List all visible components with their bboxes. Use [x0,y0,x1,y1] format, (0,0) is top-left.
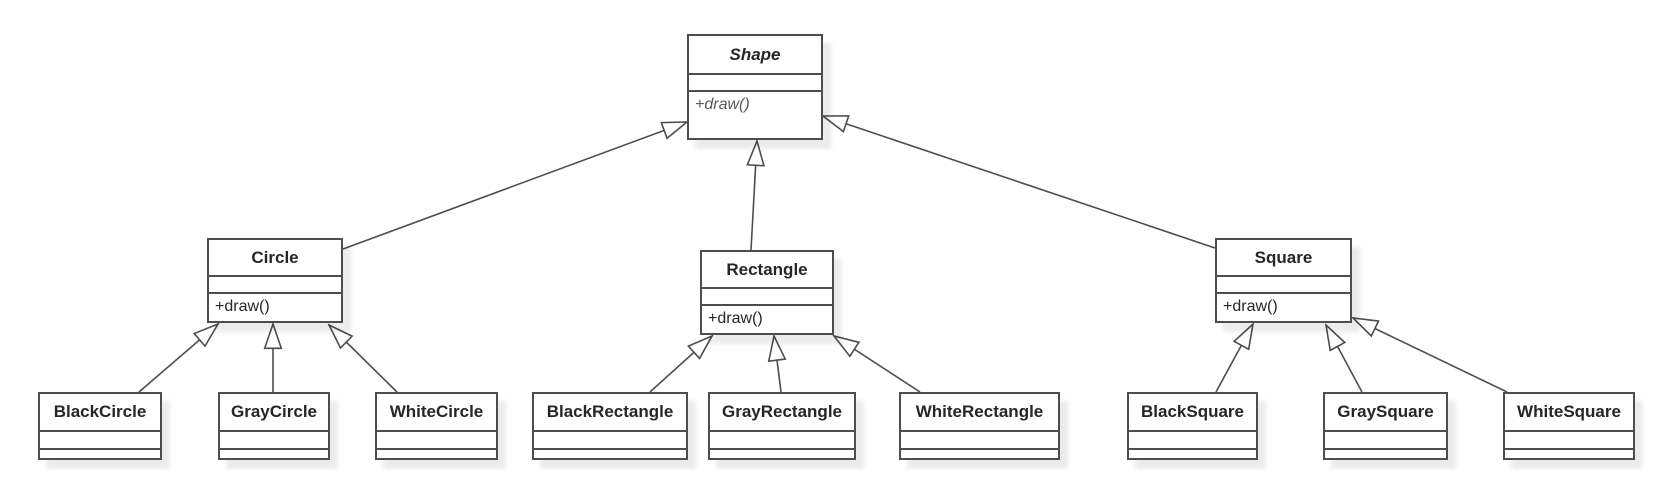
edge-whitesquare-to-square [1353,318,1508,393]
class-title-rectangle: Rectangle [702,252,832,289]
class-title-blackcircle: BlackCircle [40,394,160,432]
class-title-whiterectangle: WhiteRectangle [901,394,1058,432]
class-box-blackcircle: BlackCircle [38,392,162,460]
class-methods-whiterectangle [901,450,1058,458]
edge-rectangle-to-shape [751,141,757,251]
class-box-whiterectangle: WhiteRectangle [899,392,1060,460]
class-attrs-blacksquare [1129,432,1256,450]
class-box-square: Square +draw() [1215,238,1352,323]
edge-blackcircle-to-circle [138,324,218,393]
class-box-circle: Circle +draw() [207,238,343,323]
class-methods-shape: +draw() [695,96,750,113]
class-methods-graysquare [1325,450,1446,458]
edge-graysquare-to-square [1326,325,1363,393]
class-box-blackrectangle: BlackRectangle [532,392,688,460]
class-box-graycircle: GrayCircle [218,392,330,460]
class-attrs-whitecircle [377,432,496,450]
class-methods-whitesquare [1505,450,1633,458]
class-attrs-whitesquare [1505,432,1633,450]
class-title-whitecircle: WhiteCircle [377,394,496,432]
class-box-graysquare: GraySquare [1323,392,1448,460]
class-attrs-graysquare [1325,432,1446,450]
class-box-grayrectangle: GrayRectangle [708,392,856,460]
class-methods-blacksquare [1129,450,1256,458]
class-title-square: Square [1217,240,1350,277]
class-attrs-blackcircle [40,432,160,450]
class-title-blackrectangle: BlackRectangle [534,394,686,432]
class-box-shape: Shape +draw() [687,34,823,140]
class-title-shape: Shape [689,36,821,75]
edge-whitecircle-to-circle [329,325,398,393]
class-attrs-graycircle [220,432,328,450]
class-methods-graycircle [220,450,328,458]
class-attrs-whiterectangle [901,432,1058,450]
class-box-rectangle: Rectangle +draw() [700,250,834,335]
class-methods-rectangle: +draw() [708,310,763,327]
edge-blackrectangle-to-rectangle [649,336,712,393]
class-title-grayrectangle: GrayRectangle [710,394,854,432]
class-methods-circle: +draw() [215,298,270,315]
edge-circle-to-shape [342,122,687,250]
class-attrs-shape [689,75,821,92]
class-attrs-circle [209,277,341,294]
class-title-blacksquare: BlackSquare [1129,394,1256,432]
class-attrs-rectangle [702,289,832,306]
class-methods-whitecircle [377,450,496,458]
class-title-whitesquare: WhiteSquare [1505,394,1633,432]
edge-blacksquare-to-square [1215,324,1253,393]
edge-square-to-shape [823,116,1216,249]
class-methods-square: +draw() [1223,298,1278,315]
class-methods-grayrectangle [710,450,854,458]
class-attrs-grayrectangle [710,432,854,450]
class-methods-blackcircle [40,450,160,458]
class-box-blacksquare: BlackSquare [1127,392,1258,460]
edge-whiterectangle-to-rectangle [834,336,921,393]
class-methods-blackrectangle [534,450,686,458]
class-attrs-blackrectangle [534,432,686,450]
class-title-graycircle: GrayCircle [220,394,328,432]
class-attrs-square [1217,277,1350,294]
class-box-whitecircle: WhiteCircle [375,392,498,460]
edge-grayrectangle-to-rectangle [774,336,781,393]
class-title-graysquare: GraySquare [1325,394,1446,432]
class-box-whitesquare: WhiteSquare [1503,392,1635,460]
class-title-circle: Circle [209,240,341,277]
